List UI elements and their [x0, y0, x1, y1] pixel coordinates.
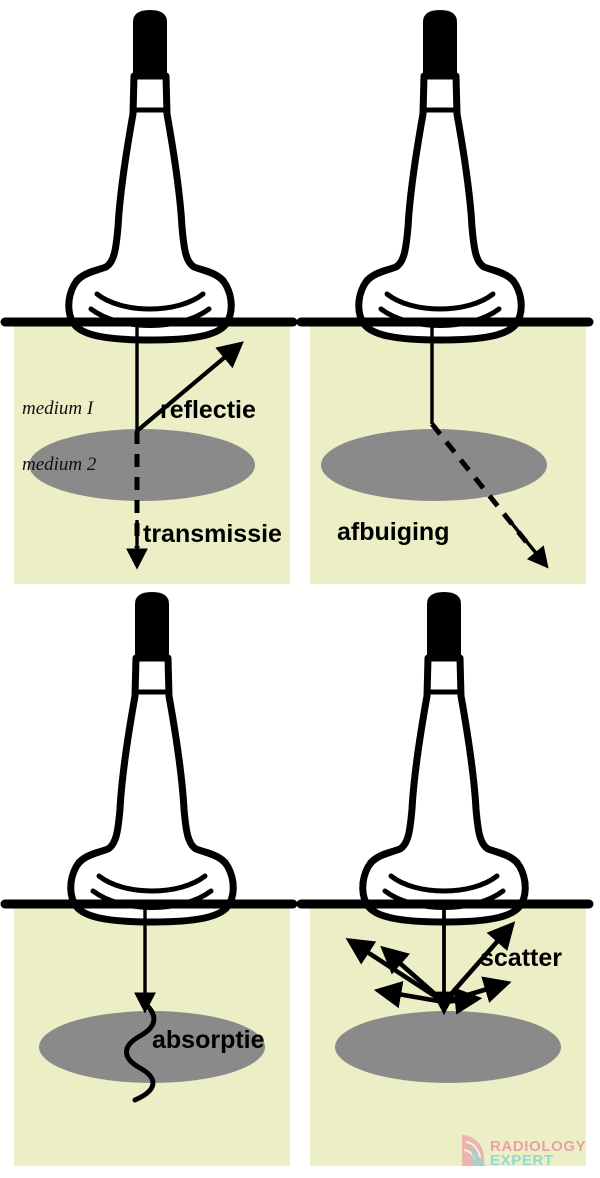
tissue-ellipse — [335, 1011, 561, 1083]
label-transmissie: transmissie — [143, 520, 282, 548]
panel-refraction: afbuiging — [296, 10, 594, 584]
scatter-ray-1 — [345, 937, 446, 1004]
watermark-logo-icon — [462, 1135, 486, 1166]
scatter-rays — [345, 921, 516, 1015]
label-scatter: scatter — [480, 944, 562, 972]
medium-lower-label: medium 2 — [22, 454, 97, 475]
absorbed-wave-squiggle — [124, 999, 157, 1103]
refracted-ray-dashed — [430, 422, 530, 546]
panel-absorption: absorptie — [0, 592, 298, 1166]
tissue-ellipse — [321, 429, 547, 501]
panel-reflection: medium I medium 2 reflectie transmissie — [0, 10, 298, 584]
refracted-ray-arrow — [503, 513, 549, 569]
scatter-ray-2 — [380, 945, 446, 1004]
watermark-radiology-expert: RADIOLOGY EXPERT — [462, 1135, 586, 1169]
medium-upper-label: medium I — [22, 398, 95, 419]
watermark-line-1: RADIOLOGY — [490, 1138, 586, 1155]
scatter-ray-3 — [373, 980, 445, 1009]
panel-scatter: scatter RADIOLOGY EXPERT — [296, 592, 594, 1169]
label-absorptie: absorptie — [152, 1026, 265, 1054]
tissue-ellipse — [39, 1011, 265, 1083]
scatter-ray-6 — [443, 987, 483, 1015]
label-reflectie: reflectie — [160, 396, 256, 424]
label-afbuiging: afbuiging — [337, 518, 449, 546]
tissue-ellipse — [29, 429, 255, 501]
reflected-ray — [135, 341, 244, 433]
watermark-line-2: EXPERT — [490, 1152, 554, 1169]
